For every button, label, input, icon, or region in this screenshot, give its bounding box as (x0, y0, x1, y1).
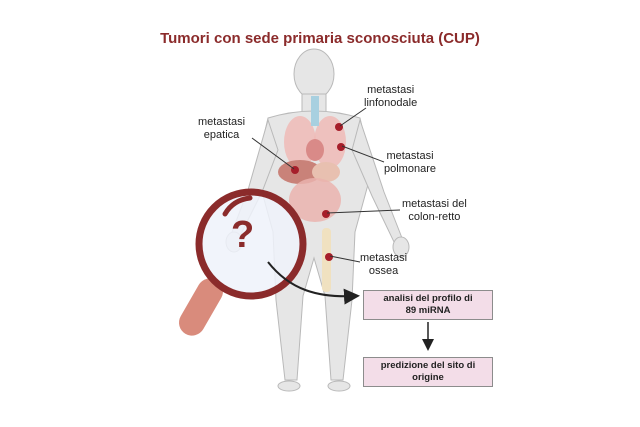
label-colon-line2: colon-retto (408, 211, 461, 223)
liver-shape (278, 160, 322, 184)
label-epatica-line1: metastasi (198, 116, 246, 128)
label-epatica: metastasi epatica (198, 116, 245, 142)
leader-line-linfonodale (339, 107, 367, 127)
heart-shape (306, 139, 324, 161)
question-mark: ? (231, 214, 255, 256)
label-polmonare-line2: polmonare (384, 163, 436, 175)
label-linfonodale-line1: metastasi (367, 84, 415, 96)
leader-line-epatica (251, 137, 295, 170)
analysis-box-line1: analisi del profilo di (383, 293, 473, 304)
prediction-box: predizione del sito di origine (363, 357, 493, 387)
prediction-box-line2: origine (412, 372, 444, 383)
label-linfonodale: metastasi linfonodale (364, 84, 417, 110)
label-epatica-line2: epatica (203, 129, 240, 141)
analysis-box: analisi del profilo di 89 miRNA (363, 290, 493, 320)
leader-line-polmonare (341, 145, 385, 163)
label-ossea: metastasi ossea (360, 252, 407, 278)
magnifying-glass-icon (179, 188, 307, 336)
leader-line-colon (326, 209, 401, 214)
label-ossea-line1: metastasi (360, 252, 408, 264)
metastasis-dot-colon (322, 210, 330, 218)
prediction-box-line1: predizione del sito di (380, 360, 476, 371)
label-ossea-line2: ossea (368, 265, 399, 277)
metastasis-dot-polmonare (337, 143, 345, 151)
label-linfonodale-line2: linfonodale (364, 97, 418, 109)
curved-arrow (267, 261, 360, 305)
label-polmonare: metastasi polmonare (384, 150, 436, 176)
leader-line-ossea (329, 255, 361, 263)
page-title: Tumori con sede primaria sconosciuta (CU… (160, 30, 480, 47)
label-colon: metastasi del colon-retto (402, 198, 467, 224)
label-colon-line1: metastasi del (402, 198, 467, 210)
label-polmonare-line1: metastasi (386, 150, 434, 162)
trachea-shape (311, 96, 319, 126)
stomach-shape (312, 162, 340, 182)
analysis-box-line2: 89 miRNA (405, 305, 451, 316)
metastasis-dot-ossea (325, 253, 333, 261)
